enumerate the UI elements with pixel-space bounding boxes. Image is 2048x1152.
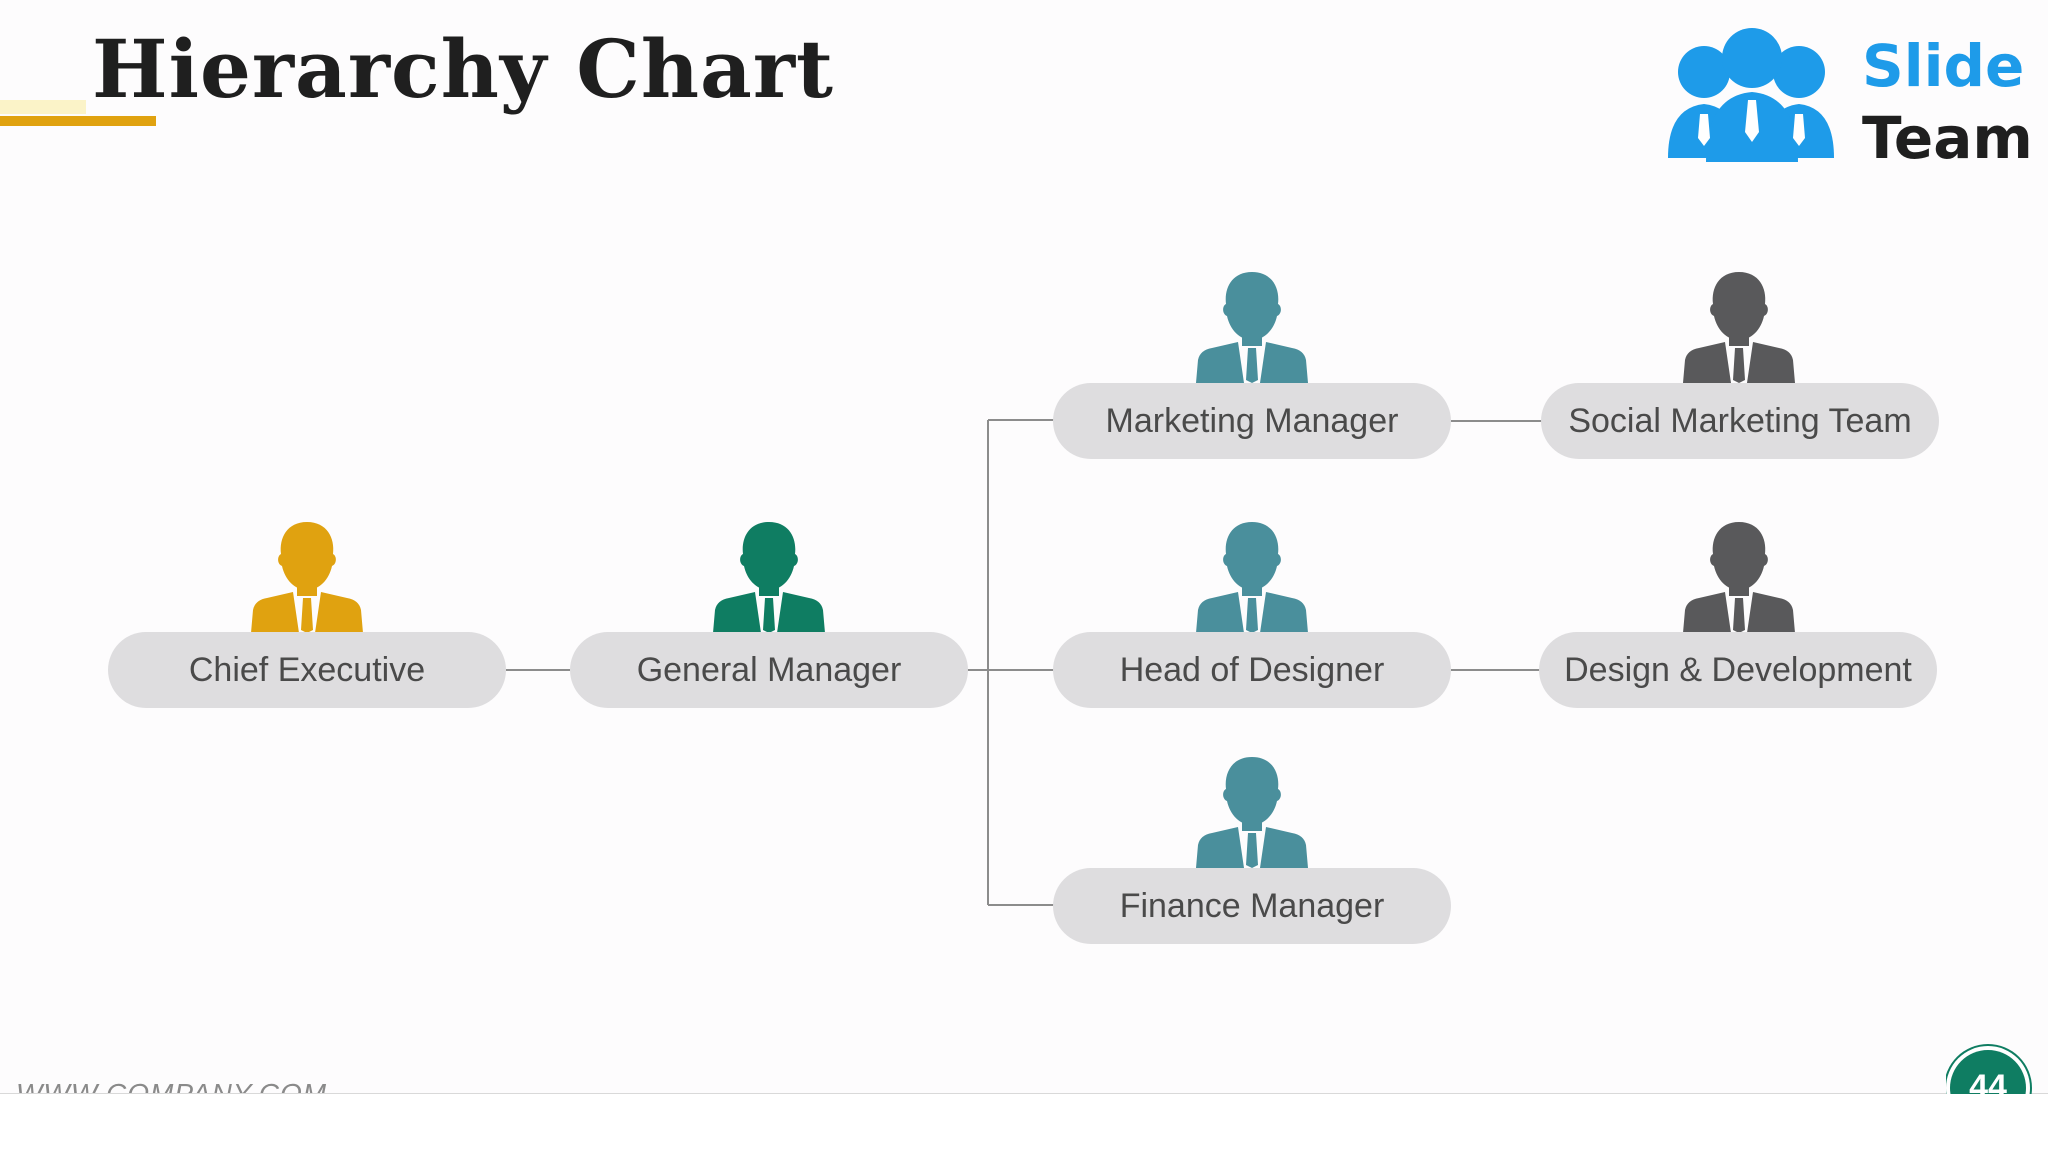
general-manager-node[interactable]: General Manager bbox=[570, 632, 968, 708]
social-marketing-team-person-icon bbox=[1683, 272, 1795, 383]
general-manager-label: General Manager bbox=[636, 650, 902, 689]
finance-manager-label: Finance Manager bbox=[1119, 886, 1385, 925]
general-manager-person-icon bbox=[713, 522, 825, 633]
design-development-node[interactable]: Design & Development bbox=[1539, 632, 1937, 708]
marketing-manager-node[interactable]: Marketing Manager bbox=[1053, 383, 1451, 459]
slide: Hierarchy Chart Slide Team bbox=[0, 22, 2048, 1094]
finance-manager-node[interactable]: Finance Manager bbox=[1053, 868, 1451, 944]
social-marketing-team-label: Social Marketing Team bbox=[1568, 401, 1912, 440]
head-of-designer-node[interactable]: Head of Designer bbox=[1053, 632, 1451, 708]
title-accent-bar bbox=[0, 116, 156, 126]
footer-divider bbox=[0, 1093, 2048, 1094]
chief-executive-person-icon bbox=[251, 522, 363, 633]
design-development-person-icon bbox=[1683, 522, 1795, 633]
slideteam-logo-icon bbox=[1668, 28, 1834, 162]
chief-executive-label: Chief Executive bbox=[188, 650, 426, 689]
page-number: 44 bbox=[1969, 1068, 2007, 1094]
slide-title: Hierarchy Chart bbox=[92, 22, 834, 116]
chief-executive-node[interactable]: Chief Executive bbox=[108, 632, 506, 708]
marketing-manager-label: Marketing Manager bbox=[1105, 401, 1399, 440]
title-accent-light bbox=[0, 100, 86, 114]
design-development-label: Design & Development bbox=[1564, 650, 1912, 689]
logo-word-slide: Slide bbox=[1862, 32, 2025, 100]
head-of-designer-person-icon bbox=[1196, 522, 1308, 633]
logo-word-team: Team bbox=[1862, 104, 2033, 172]
finance-manager-person-icon bbox=[1196, 757, 1308, 868]
bottom-strip bbox=[0, 1094, 2048, 1152]
hierarchy-connectors bbox=[506, 419, 1543, 906]
footer-url: WWW.COMPANY.COM bbox=[16, 1078, 328, 1094]
head-of-designer-label: Head of Designer bbox=[1119, 650, 1385, 689]
social-marketing-team-node[interactable]: Social Marketing Team bbox=[1541, 383, 1939, 459]
page-number-badge: 44 bbox=[1946, 1044, 2034, 1094]
marketing-manager-person-icon bbox=[1196, 272, 1308, 383]
